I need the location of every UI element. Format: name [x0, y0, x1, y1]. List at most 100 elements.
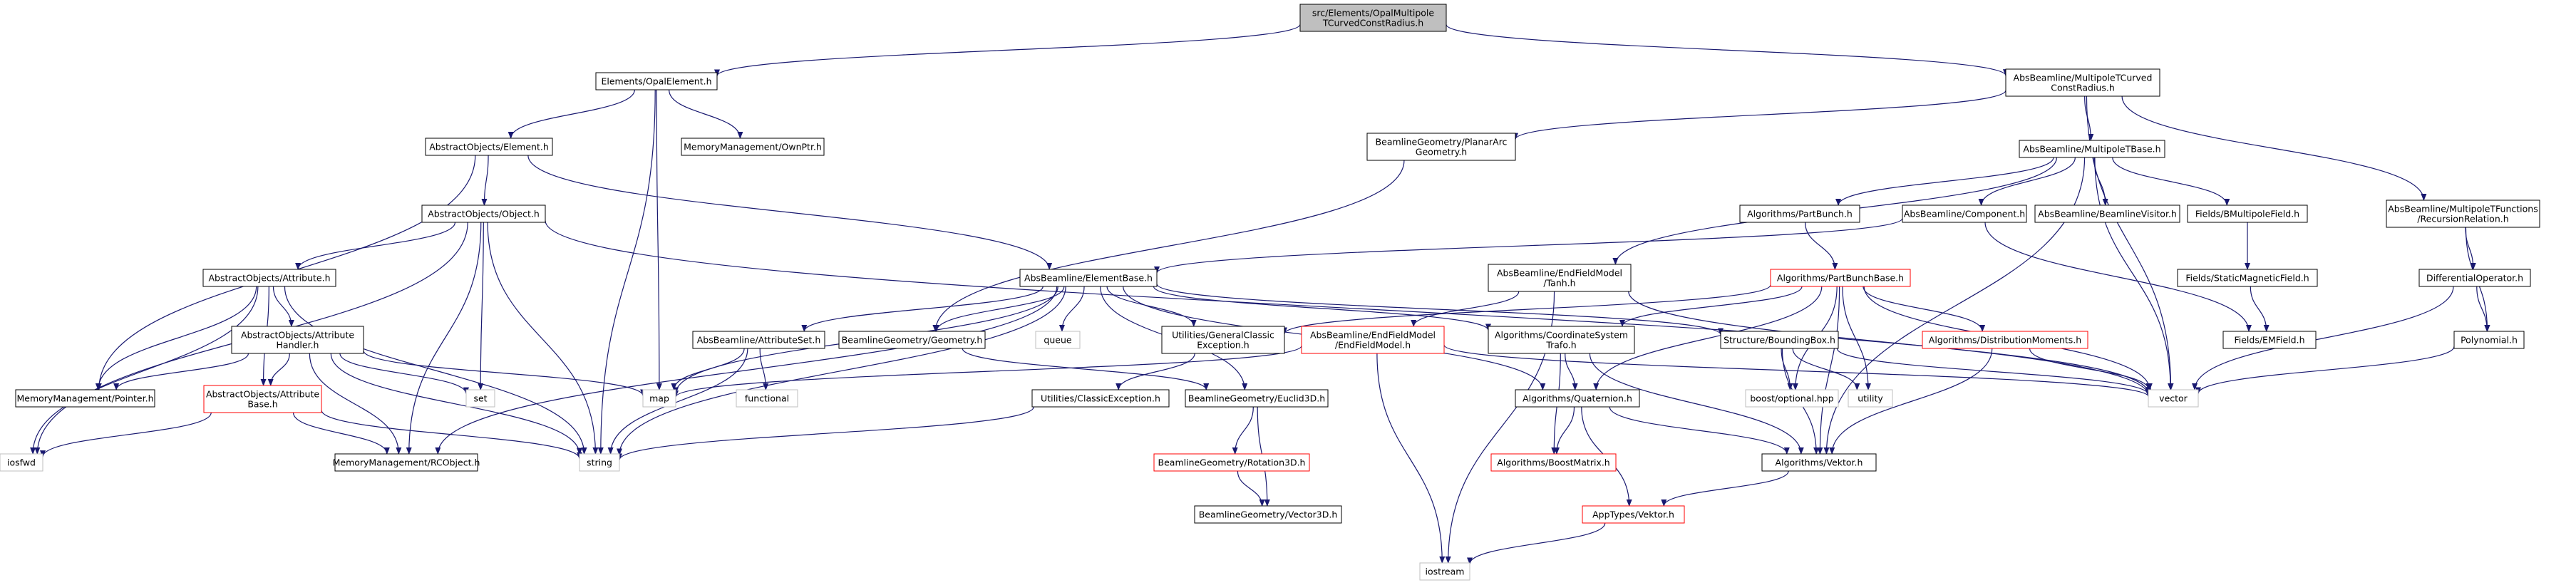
node-staticmagnetic[interactable]: Fields/StaticMagneticField.h	[2177, 269, 2318, 287]
node-box	[1194, 505, 1342, 524]
node-label: Polynomial.h	[2461, 335, 2518, 346]
edge-attributebase-to-string	[321, 410, 582, 460]
node-box	[1739, 205, 1860, 223]
node-box	[692, 331, 825, 349]
node-beamlinevisitor[interactable]: AbsBeamline/BeamlineVisitor.h	[2034, 205, 2180, 223]
edge-attributehandler-to-pointer	[113, 353, 249, 390]
node-label: AbsBeamline/AttributeSet.h	[697, 335, 821, 346]
edge-attribute-to-string	[284, 286, 587, 455]
node-rotation3d[interactable]: BeamlineGeometry/Rotation3D.h	[1153, 453, 1310, 472]
node-attribute[interactable]: AbstractObjects/Attribute.h	[202, 269, 336, 287]
node-iostream[interactable]: iostream	[1419, 562, 1470, 581]
node-bmultipolefield[interactable]: Fields/BMultipoleField.h	[2187, 205, 2308, 223]
node-label: AbsBeamline/ElementBase.h	[1024, 273, 1153, 284]
node-opalelement[interactable]: Elements/OpalElement.h	[595, 72, 718, 90]
node-tfunctions[interactable]: AbsBeamline/MultipoleTFunctions/Recursio…	[2386, 200, 2540, 228]
node-root[interactable]: src/Elements/OpalMultipoleTCurvedConstRa…	[1299, 4, 1447, 32]
node-set[interactable]: set	[465, 389, 495, 408]
node-component[interactable]: AbsBeamline/Component.h	[1902, 205, 2027, 223]
edge-elementbase-to-rcobject	[435, 286, 1058, 455]
node-vector[interactable]: vector	[2148, 389, 2199, 408]
edge-coordtrafo-to-vektor	[1589, 353, 1804, 455]
node-box	[203, 385, 322, 413]
edge-tanh-to-endfieldmodel	[1411, 291, 1520, 327]
node-utility[interactable]: utility	[1848, 389, 1893, 408]
node-box	[1299, 4, 1447, 32]
node-box	[465, 389, 495, 408]
node-box	[1761, 453, 1877, 472]
node-box	[1902, 205, 2027, 223]
node-label: Algorithms/Quaternion.h	[1523, 393, 1632, 404]
node-label: /EndFieldModel.h	[1335, 340, 1411, 351]
node-elementbase[interactable]: AbsBeamline/ElementBase.h	[1019, 269, 1158, 287]
node-boostmatrix[interactable]: Algorithms/BoostMatrix.h	[1490, 453, 1617, 472]
node-multipoletbase[interactable]: AbsBeamline/MultipoleTBase.h	[2019, 140, 2165, 158]
node-label: AbsBeamline/MultipoleTFunctions	[2388, 204, 2538, 214]
node-box	[1301, 326, 1445, 354]
node-label: AbsBeamline/MultipoleTCurved	[2014, 73, 2153, 83]
node-tanh[interactable]: AbsBeamline/EndFieldModel/Tanh.h	[1488, 264, 1632, 292]
node-geometry[interactable]: BeamlineGeometry/Geometry.h	[838, 331, 986, 349]
edge-object-to-string	[487, 222, 599, 455]
node-ownptr[interactable]: MemoryManagement/OwnPtr.h	[681, 138, 825, 156]
node-element[interactable]: AbstractObjects/Element.h	[425, 138, 553, 156]
edge-apptypesvektor-to-iostream	[1467, 522, 1606, 565]
node-label: Algorithms/Vektor.h	[1776, 457, 1863, 468]
node-box	[2222, 331, 2317, 349]
node-polynomial[interactable]: Polynomial.h	[2453, 331, 2525, 349]
node-label: DifferentialOperator.h	[2426, 273, 2523, 284]
node-object[interactable]: AbstractObjects/Object.h	[421, 205, 546, 223]
edge-geometry-to-euclid3d	[962, 348, 1210, 390]
node-label: AbstractObjects/Attribute.h	[209, 273, 331, 284]
node-queue[interactable]: queue	[1035, 331, 1081, 349]
edge-object-to-rcobject	[406, 222, 482, 455]
edge-partbunchbase-to-coordtrafo	[1619, 286, 1803, 327]
node-boostoptional[interactable]: boost/optional.hpp	[1745, 389, 1839, 408]
node-differentialop[interactable]: DifferentialOperator.h	[2418, 269, 2531, 287]
edge-element-to-elementbase	[527, 155, 1053, 270]
node-apptypesvektor[interactable]: AppTypes/Vektor.h	[1582, 505, 1685, 524]
node-box	[15, 389, 155, 408]
node-partbunch[interactable]: Algorithms/PartBunch.h	[1739, 205, 1860, 223]
edge-object-to-set	[478, 222, 484, 390]
edge-elementbase-to-coordtrafo	[1153, 286, 1491, 331]
node-box	[1419, 562, 1470, 581]
node-vector3d[interactable]: BeamlineGeometry/Vector3D.h	[1194, 505, 1342, 524]
edge-elementbase-to-string	[617, 286, 1066, 456]
node-partbunchbase[interactable]: Algorithms/PartBunchBase.h	[1770, 269, 1911, 287]
node-vektor[interactable]: Algorithms/Vektor.h	[1761, 453, 1877, 472]
node-label: BeamlineGeometry/Euclid3D.h	[1188, 393, 1325, 404]
node-euclid3d[interactable]: BeamlineGeometry/Euclid3D.h	[1185, 389, 1329, 408]
node-map[interactable]: map	[642, 389, 676, 408]
node-rcobject[interactable]: MemoryManagement/RCObject.h	[333, 453, 480, 472]
node-box	[2034, 205, 2180, 223]
edge-component-to-emfield	[1984, 222, 2252, 332]
node-attributeset[interactable]: AbsBeamline/AttributeSet.h	[692, 331, 825, 349]
node-distmoments[interactable]: Algorithms/DistributionMoments.h	[1922, 331, 2088, 349]
node-multipoletcurved[interactable]: AbsBeamline/MultipoleTCurvedConstRadius.…	[2005, 68, 2160, 97]
node-label: AbstractObjects/Attribute	[241, 330, 354, 341]
node-emfield[interactable]: Fields/EMField.h	[2222, 331, 2317, 349]
node-box	[2177, 269, 2318, 287]
node-box	[595, 72, 718, 90]
node-iosfwd[interactable]: iosfwd	[0, 453, 43, 472]
edge-attributeset-to-functional	[759, 348, 769, 390]
node-functional[interactable]: functional	[736, 389, 798, 408]
node-label: Algorithms/DistributionMoments.h	[1929, 335, 2081, 346]
node-string[interactable]: string	[579, 453, 620, 472]
node-box	[1515, 389, 1640, 408]
node-classicex[interactable]: Utilities/ClassicException.h	[1031, 389, 1170, 408]
node-endfieldmodel[interactable]: AbsBeamline/EndFieldModel/EndFieldModel.…	[1301, 326, 1445, 354]
node-label: AbsBeamline/EndFieldModel	[1310, 330, 1436, 341]
node-boundingbox[interactable]: Structure/BoundingBox.h	[1720, 331, 1839, 349]
node-quaternion[interactable]: Algorithms/Quaternion.h	[1515, 389, 1640, 408]
edge-partbunchbase-to-vektor	[1817, 286, 1840, 455]
node-pointer[interactable]: MemoryManagement/Pointer.h	[15, 389, 155, 408]
node-label: TCurvedConstRadius.h	[1322, 18, 1423, 29]
